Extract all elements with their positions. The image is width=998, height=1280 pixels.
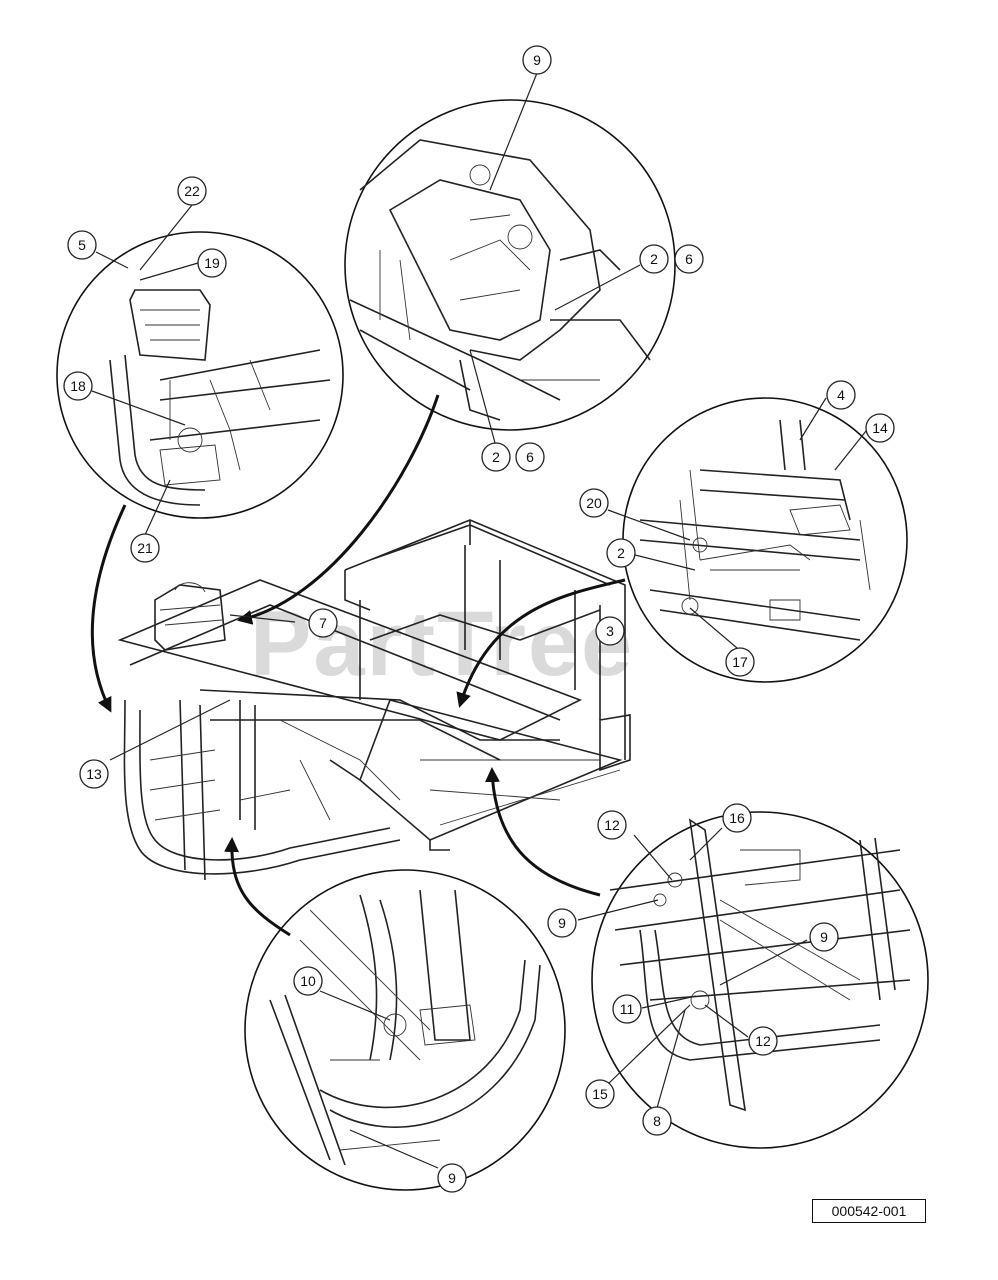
callout-2-right: 2 bbox=[639, 244, 669, 274]
callout-label: 21 bbox=[137, 540, 153, 556]
callout-label: 16 bbox=[729, 810, 745, 826]
detail-view-lower-right bbox=[591, 811, 929, 1149]
callout-label: 6 bbox=[685, 251, 693, 267]
callout-13: 13 bbox=[79, 759, 109, 789]
callout-label: 15 bbox=[592, 1086, 608, 1102]
callout-label: 9 bbox=[820, 929, 828, 945]
callout-9-left: 9 bbox=[547, 908, 577, 938]
callout-21: 21 bbox=[130, 533, 160, 563]
callout-label: 17 bbox=[732, 654, 748, 670]
callout-12-top: 12 bbox=[597, 810, 627, 840]
callout-2-bottom: 2 bbox=[481, 442, 511, 472]
detail-view-top bbox=[344, 99, 676, 431]
callout-label: 2 bbox=[492, 449, 500, 465]
callout-6-right: 6 bbox=[674, 244, 704, 274]
callout-4: 4 bbox=[826, 380, 856, 410]
pointer-arrows bbox=[90, 394, 626, 937]
callout-9-lower: 9 bbox=[437, 1163, 467, 1193]
callout-11: 11 bbox=[612, 994, 642, 1024]
callout-3: 3 bbox=[595, 616, 625, 646]
callout-9-right: 9 bbox=[809, 922, 839, 952]
callout-8: 8 bbox=[642, 1106, 672, 1136]
callout-label: 18 bbox=[70, 378, 86, 394]
callout-label: 6 bbox=[526, 449, 534, 465]
callout-label: 12 bbox=[755, 1033, 771, 1049]
callout-12-bottom: 12 bbox=[748, 1026, 778, 1056]
callout-label: 14 bbox=[872, 420, 888, 436]
callout-label: 22 bbox=[184, 183, 200, 199]
callout-label: 2 bbox=[650, 251, 658, 267]
leader-lines bbox=[91, 72, 867, 1169]
callout-16: 16 bbox=[722, 803, 752, 833]
callout-label: 8 bbox=[653, 1113, 661, 1129]
callout-18: 18 bbox=[63, 371, 93, 401]
callout-label: 9 bbox=[558, 915, 566, 931]
callout-label: 20 bbox=[586, 495, 602, 511]
callout-14: 14 bbox=[865, 413, 895, 443]
callout-9-top: 9 bbox=[522, 45, 552, 75]
callout-7: 7 bbox=[308, 608, 338, 638]
callout-label: 13 bbox=[86, 766, 102, 782]
callout-15: 15 bbox=[585, 1079, 615, 1109]
callout-label: 9 bbox=[533, 52, 541, 68]
callout-label: 3 bbox=[606, 623, 614, 639]
main-frame-assembly bbox=[117, 519, 631, 881]
callout-19: 19 bbox=[197, 248, 227, 278]
detail-view-upper-left bbox=[56, 231, 344, 519]
callout-10: 10 bbox=[293, 966, 323, 996]
callout-label: 10 bbox=[300, 973, 316, 989]
reference-code: 000542-001 bbox=[812, 1199, 926, 1223]
watermark: PartTree TM bbox=[250, 593, 742, 695]
callout-label: 2 bbox=[617, 545, 625, 561]
detail-view-bottom bbox=[244, 869, 566, 1191]
callout-22: 22 bbox=[177, 176, 207, 206]
callout-5: 5 bbox=[67, 230, 97, 260]
watermark-text: PartTree bbox=[250, 593, 634, 695]
callout-label: 5 bbox=[78, 237, 86, 253]
callout-label: 9 bbox=[448, 1170, 456, 1186]
detail-view-right-middle bbox=[622, 397, 908, 683]
callout-6-bottom: 6 bbox=[515, 442, 545, 472]
callout-label: 19 bbox=[204, 255, 220, 271]
callout-label: 7 bbox=[319, 615, 327, 631]
callout-20: 20 bbox=[579, 488, 609, 518]
callout-17: 17 bbox=[725, 647, 755, 677]
callout-label: 11 bbox=[620, 1001, 635, 1017]
callout-label: 12 bbox=[604, 817, 620, 833]
callout-2-mid: 2 bbox=[606, 538, 636, 568]
callout-label: 4 bbox=[837, 387, 845, 403]
